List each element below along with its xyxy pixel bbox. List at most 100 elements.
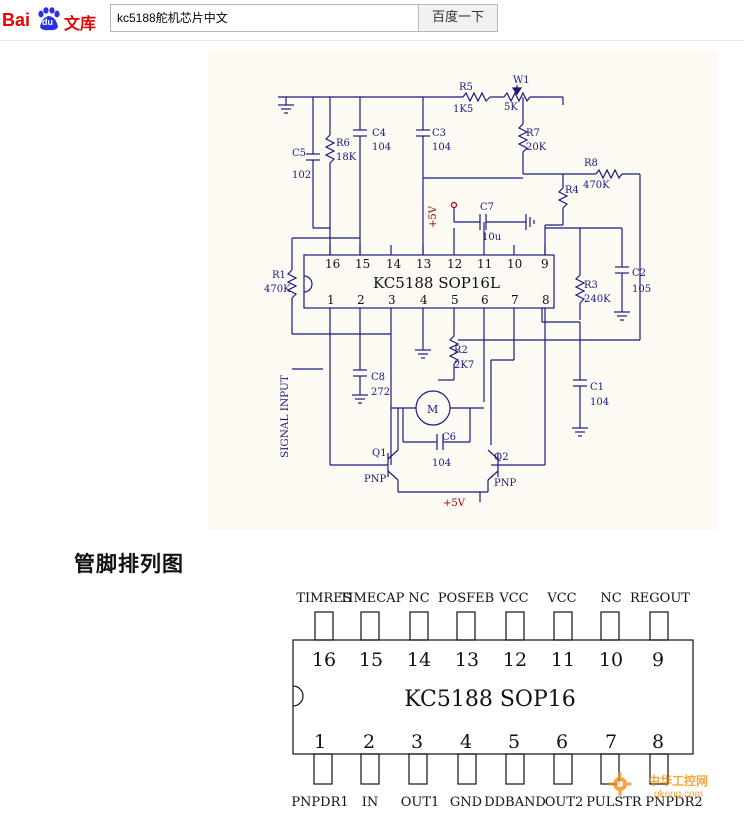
r1-value: 470K — [264, 284, 291, 295]
signal-input-label: SIGNAL INPUT — [279, 375, 291, 458]
c2-name: C2 — [632, 268, 646, 279]
pin-number-top: 12 — [503, 649, 527, 671]
pin-number-bottom: 2 — [363, 731, 375, 753]
search-input[interactable]: kc5188舵机芯片中文 — [110, 4, 418, 32]
pin-name-top: NC — [600, 591, 621, 606]
c4-value: 104 — [372, 142, 391, 153]
w1-name: W1 — [513, 75, 530, 86]
pin-number-top: 13 — [455, 649, 479, 671]
schematic-chip-label: KC5188 SOP16L — [373, 274, 500, 292]
pin-number-bottom: 5 — [508, 731, 520, 753]
pin-name-top: VCC — [546, 591, 576, 606]
c5-value: 102 — [292, 170, 311, 181]
pin-label-bottom: 1 — [327, 293, 335, 307]
pin-name-bottom: PNPDR2 — [645, 795, 702, 810]
r6-value: 18K — [336, 152, 357, 163]
r8-value: 470K — [583, 180, 610, 191]
pin-number-bottom: 7 — [605, 731, 617, 753]
gear-icon — [608, 772, 632, 796]
r1-name: R1 — [272, 270, 286, 281]
pin-number-bottom: 3 — [411, 731, 423, 753]
pin-label-top: 10 — [507, 257, 522, 271]
c7-value: 10u — [482, 232, 502, 243]
pin-name-bottom: OUT1 — [401, 795, 440, 810]
search-button[interactable]: 百度一下 — [418, 4, 498, 32]
motor-label: M — [427, 403, 438, 416]
q2-type: PNP — [494, 478, 516, 489]
pin-label-top: 14 — [386, 257, 402, 271]
pinout-chip-label: KC5188 SOP16 — [404, 687, 576, 712]
c6-value: 104 — [432, 458, 451, 469]
pin-name-top: TIMRES — [296, 591, 351, 606]
r7-value: 20K — [526, 142, 547, 153]
q1-type: PNP — [364, 474, 386, 485]
section-title: 管脚排列图 — [74, 551, 184, 576]
vcc-bottom-label: +5V — [443, 498, 466, 509]
pin-name-bottom: OUT2 — [545, 795, 584, 810]
pin-number-top: 16 — [312, 649, 336, 671]
pin-name-top: REGOUT — [630, 591, 690, 606]
c3-name: C3 — [432, 128, 446, 139]
pin-name-bottom: GND — [450, 795, 482, 810]
pin-number-top: 15 — [359, 649, 383, 671]
baidu-wenku-logo[interactable]: Bai du 文库 — [2, 2, 102, 34]
pin-label-top: 13 — [416, 257, 431, 271]
pin-number-top: 9 — [652, 649, 664, 671]
pin-number-bottom: 6 — [556, 731, 568, 753]
pin-name-top: TIMECAP — [340, 591, 405, 606]
pin-number-top: 10 — [599, 649, 623, 671]
c6-name: C6 — [442, 432, 456, 443]
r2-name: R2 — [454, 345, 468, 356]
r2-value: 2K7 — [454, 360, 474, 371]
pin-label-bottom: 5 — [451, 293, 459, 307]
pin-name-top: VCC — [498, 591, 528, 606]
vcc-top-label: +5V — [428, 205, 439, 228]
pin-number-bottom: 4 — [460, 731, 472, 753]
c8-value: 272 — [371, 387, 390, 398]
r3-value: 240K — [584, 294, 611, 305]
paw-icon — [38, 7, 60, 31]
pin-label-bottom: 2 — [357, 293, 365, 307]
r5-name: R5 — [459, 82, 473, 93]
pin-label-bottom: 8 — [542, 293, 550, 307]
q2-name: Q2 — [494, 452, 509, 463]
watermark: 中华工控网 gkong.com — [602, 768, 742, 808]
c2-value: 105 — [632, 284, 651, 295]
pin-label-top: 15 — [355, 257, 370, 271]
c7-name: C7 — [480, 202, 494, 213]
top-bar: Bai du 文库 kc5188舵机芯片中文 百度一下 — [0, 0, 744, 41]
q1-name: Q1 — [372, 448, 387, 459]
pin-name-bottom: PNPDR1 — [291, 795, 348, 810]
pin-label-bottom: 4 — [420, 293, 428, 307]
watermark-text: 中华工控网 — [648, 774, 709, 788]
pin-name-bottom: DDBAND — [484, 795, 546, 810]
r7-name: R7 — [526, 128, 540, 139]
pin-label-bottom: 3 — [388, 293, 396, 307]
pin-label-top: 9 — [541, 257, 549, 271]
pin-number-top: 14 — [407, 649, 431, 671]
logo-text-bai: Bai — [2, 10, 31, 30]
logo-text-wenku: 文库 — [64, 14, 97, 33]
watermark-url: gkong.com — [654, 789, 703, 800]
w1-value: 5K — [504, 102, 518, 113]
circuit-schematic: R5 1K5 W1 5K R7 20K R8 470K R4 R6 18K C5… — [208, 50, 718, 530]
pin-number-bottom: 1 — [314, 731, 326, 753]
pin-name-top: NC — [408, 591, 429, 606]
c4-name: C4 — [372, 128, 386, 139]
r6-name: R6 — [336, 138, 350, 149]
pin-label-top: 12 — [447, 257, 462, 271]
logo-text-du: du — [42, 17, 53, 27]
pinout-drawing: TIMRES TIMECAP NC POSFEB VCC VCC NC REGO… — [291, 591, 702, 810]
r4-name: R4 — [565, 185, 579, 196]
c5-name: C5 — [292, 148, 306, 159]
pin-number-top: 11 — [551, 649, 575, 671]
c1-name: C1 — [590, 382, 604, 393]
pin-label-top: 11 — [477, 257, 492, 271]
pin-name-bottom: PULSTR — [586, 795, 643, 810]
pinout-diagram: TIMRES TIMECAP NC POSFEB VCC VCC NC REGO… — [270, 582, 720, 817]
pin-name-top: POSFEB — [438, 591, 494, 606]
r5-value: 1K5 — [453, 104, 473, 115]
c3-value: 104 — [432, 142, 451, 153]
schematic-drawing: R5 1K5 W1 5K R7 20K R8 470K R4 R6 18K C5… — [264, 75, 651, 509]
r3-name: R3 — [584, 280, 598, 291]
